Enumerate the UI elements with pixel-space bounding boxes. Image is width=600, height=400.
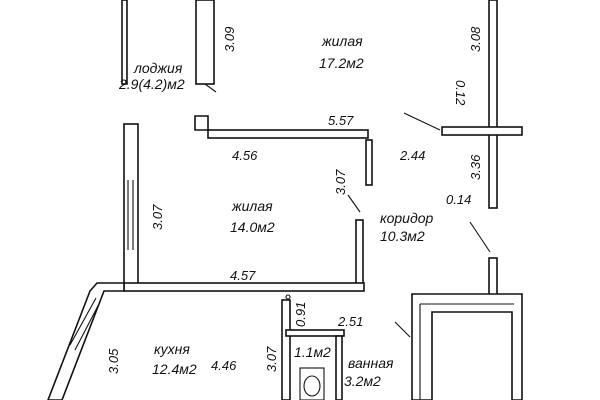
dim-kitchen-depth: 4.46 bbox=[211, 358, 237, 373]
dim-living-mid-bottom-width: 4.57 bbox=[230, 268, 256, 283]
dim-living-top-width: 5.57 bbox=[328, 113, 354, 128]
bath-divider-wall bbox=[335, 335, 343, 400]
right-wall-stub bbox=[441, 126, 523, 136]
kitchen-name: кухня bbox=[154, 341, 190, 357]
middle-right-stub bbox=[365, 139, 373, 186]
bath-area: 3.2м2 bbox=[344, 373, 381, 389]
dim-corridor-height: 3.36 bbox=[468, 154, 483, 180]
bath-name: ванная bbox=[348, 355, 394, 371]
room-labels: лоджия 2.9(4.2)м2 жилая 17.2м2 жилая 14.… bbox=[118, 33, 433, 389]
corridor-right-block bbox=[411, 293, 523, 400]
kitchen-window-line bbox=[69, 297, 97, 346]
loggia-wall-left bbox=[121, 0, 128, 85]
dim-living-mid-top-width: 4.56 bbox=[232, 148, 258, 163]
right-outer-wall bbox=[488, 0, 498, 209]
wc-area: 1.1м2 bbox=[294, 344, 331, 360]
walls bbox=[47, 0, 523, 400]
door-hinge-icon bbox=[285, 294, 291, 300]
living-top-name: жилая bbox=[321, 33, 363, 49]
kitchen-outer-wall bbox=[47, 282, 125, 400]
loggia-wall-right bbox=[195, 0, 215, 85]
left-outer-wall bbox=[123, 123, 139, 291]
wc-fixture bbox=[299, 367, 325, 400]
dim-living-top-height: 3.08 bbox=[468, 26, 483, 52]
corridor-area: 10.3м2 bbox=[380, 228, 425, 244]
lower-partition-wall bbox=[123, 282, 365, 292]
dim-wall-thickness-top: 0.12 bbox=[453, 80, 468, 106]
loggia-area: 2.9(4.2)м2 bbox=[118, 76, 185, 92]
loggia-name: лоджия bbox=[133, 60, 183, 76]
leader-living-top bbox=[403, 112, 441, 131]
wall-joint bbox=[194, 115, 209, 131]
kitchen-area: 12.4м2 bbox=[152, 361, 197, 377]
living-top-area: 17.2м2 bbox=[319, 55, 364, 71]
upper-partition-wall bbox=[207, 129, 369, 139]
leader-living-mid bbox=[347, 194, 361, 213]
dim-living-mid-height-right: 3.07 bbox=[333, 169, 348, 195]
kitchen-window-line-2 bbox=[74, 301, 101, 351]
corridor-name: коридор bbox=[380, 210, 433, 226]
dim-wc-width: 0.91 bbox=[293, 302, 308, 327]
leader-loggia bbox=[204, 83, 217, 93]
dim-bath-width: 2.51 bbox=[337, 314, 363, 329]
kitchen-right-wall bbox=[281, 299, 291, 400]
living-mid-name: жилая bbox=[231, 198, 273, 214]
leader-corridor bbox=[469, 221, 491, 253]
dim-kitchen-right-height: 3.07 bbox=[264, 346, 279, 372]
toilet-tank bbox=[299, 367, 325, 400]
dim-wall-thickness-mid: 0.14 bbox=[446, 192, 471, 207]
dim-living-mid-height-left: 3.07 bbox=[150, 204, 165, 230]
toilet-bowl-icon bbox=[303, 375, 321, 397]
dim-loggia-height: 3.09 bbox=[222, 27, 237, 52]
dimension-labels: 3.09 3.08 5.57 0.12 2.44 3.36 0.14 4.56 … bbox=[106, 26, 483, 374]
middle-right-wall bbox=[355, 219, 364, 291]
dim-corridor-width: 2.44 bbox=[399, 148, 425, 163]
corridor-column bbox=[488, 257, 498, 299]
leaders bbox=[204, 83, 491, 253]
dim-kitchen-height: 3.05 bbox=[106, 348, 121, 374]
living-mid-area: 14.0м2 bbox=[230, 219, 275, 235]
wc-wall bbox=[285, 329, 345, 337]
door-swing-bath bbox=[394, 321, 411, 338]
